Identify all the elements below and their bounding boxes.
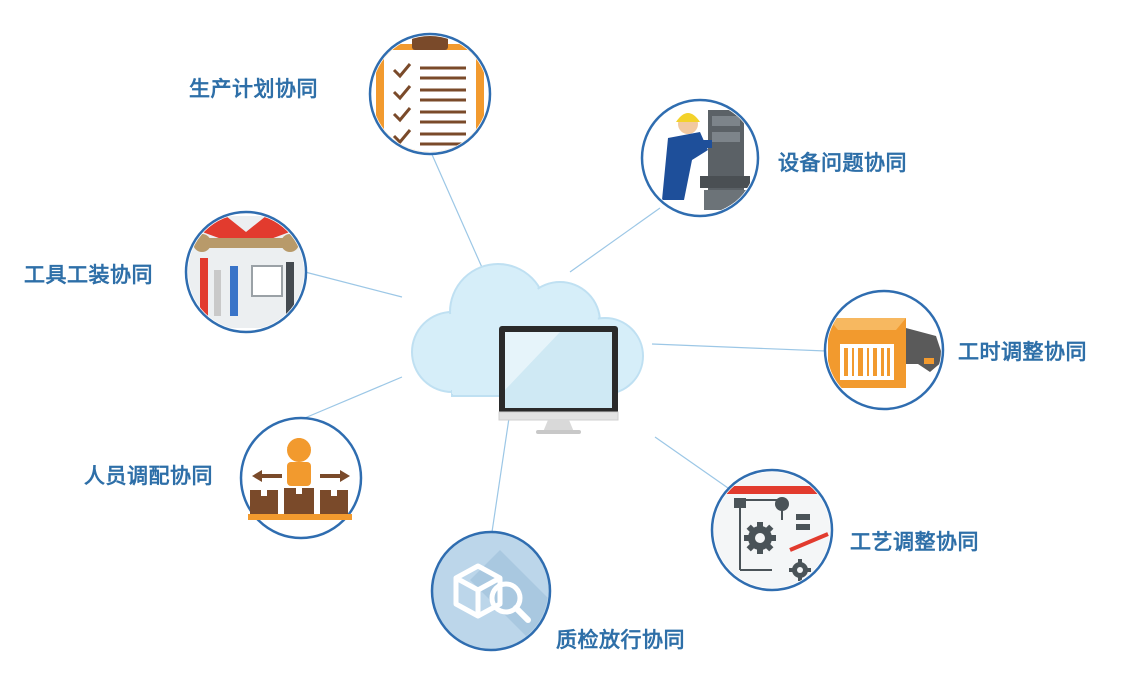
node-equipment-issue[interactable] <box>640 98 760 218</box>
node-quality-release[interactable] <box>430 530 560 652</box>
node-production-plan[interactable] <box>368 32 492 164</box>
label-work-hours: 工时调整协同 <box>958 340 1087 364</box>
box-magnifier-icon <box>453 550 548 640</box>
cloud-computer-icon <box>411 263 644 434</box>
label-quality-release: 质检放行协同 <box>556 628 685 652</box>
label-tooling: 工具工装协同 <box>24 263 153 287</box>
label-equipment-issue: 设备问题协同 <box>778 151 907 175</box>
tools-wrench-icon <box>188 216 304 328</box>
monitor-icon <box>498 326 619 434</box>
connector-process <box>654 436 729 489</box>
label-production-plan: 生产计划协同 <box>189 77 318 101</box>
label-staffing: 人员调配协同 <box>84 464 213 488</box>
worker-machine-icon <box>662 110 750 210</box>
clipboard-checklist-icon <box>376 36 484 152</box>
node-process[interactable] <box>710 468 834 592</box>
connector-work-hours <box>651 343 827 352</box>
connector-equipment-issue <box>569 207 661 273</box>
connector-lines <box>299 149 827 533</box>
barcode-scanner-icon <box>828 318 941 388</box>
label-process: 工艺调整协同 <box>850 530 979 554</box>
connector-tooling <box>304 271 403 298</box>
gear-flowchart-icon <box>714 472 830 588</box>
connector-production-plan <box>429 149 485 273</box>
node-work-hours[interactable] <box>823 289 945 411</box>
connector-staffing <box>299 376 403 421</box>
worker-boxes-icon <box>248 438 352 520</box>
node-staffing[interactable] <box>239 416 363 540</box>
node-tooling[interactable] <box>184 210 308 334</box>
